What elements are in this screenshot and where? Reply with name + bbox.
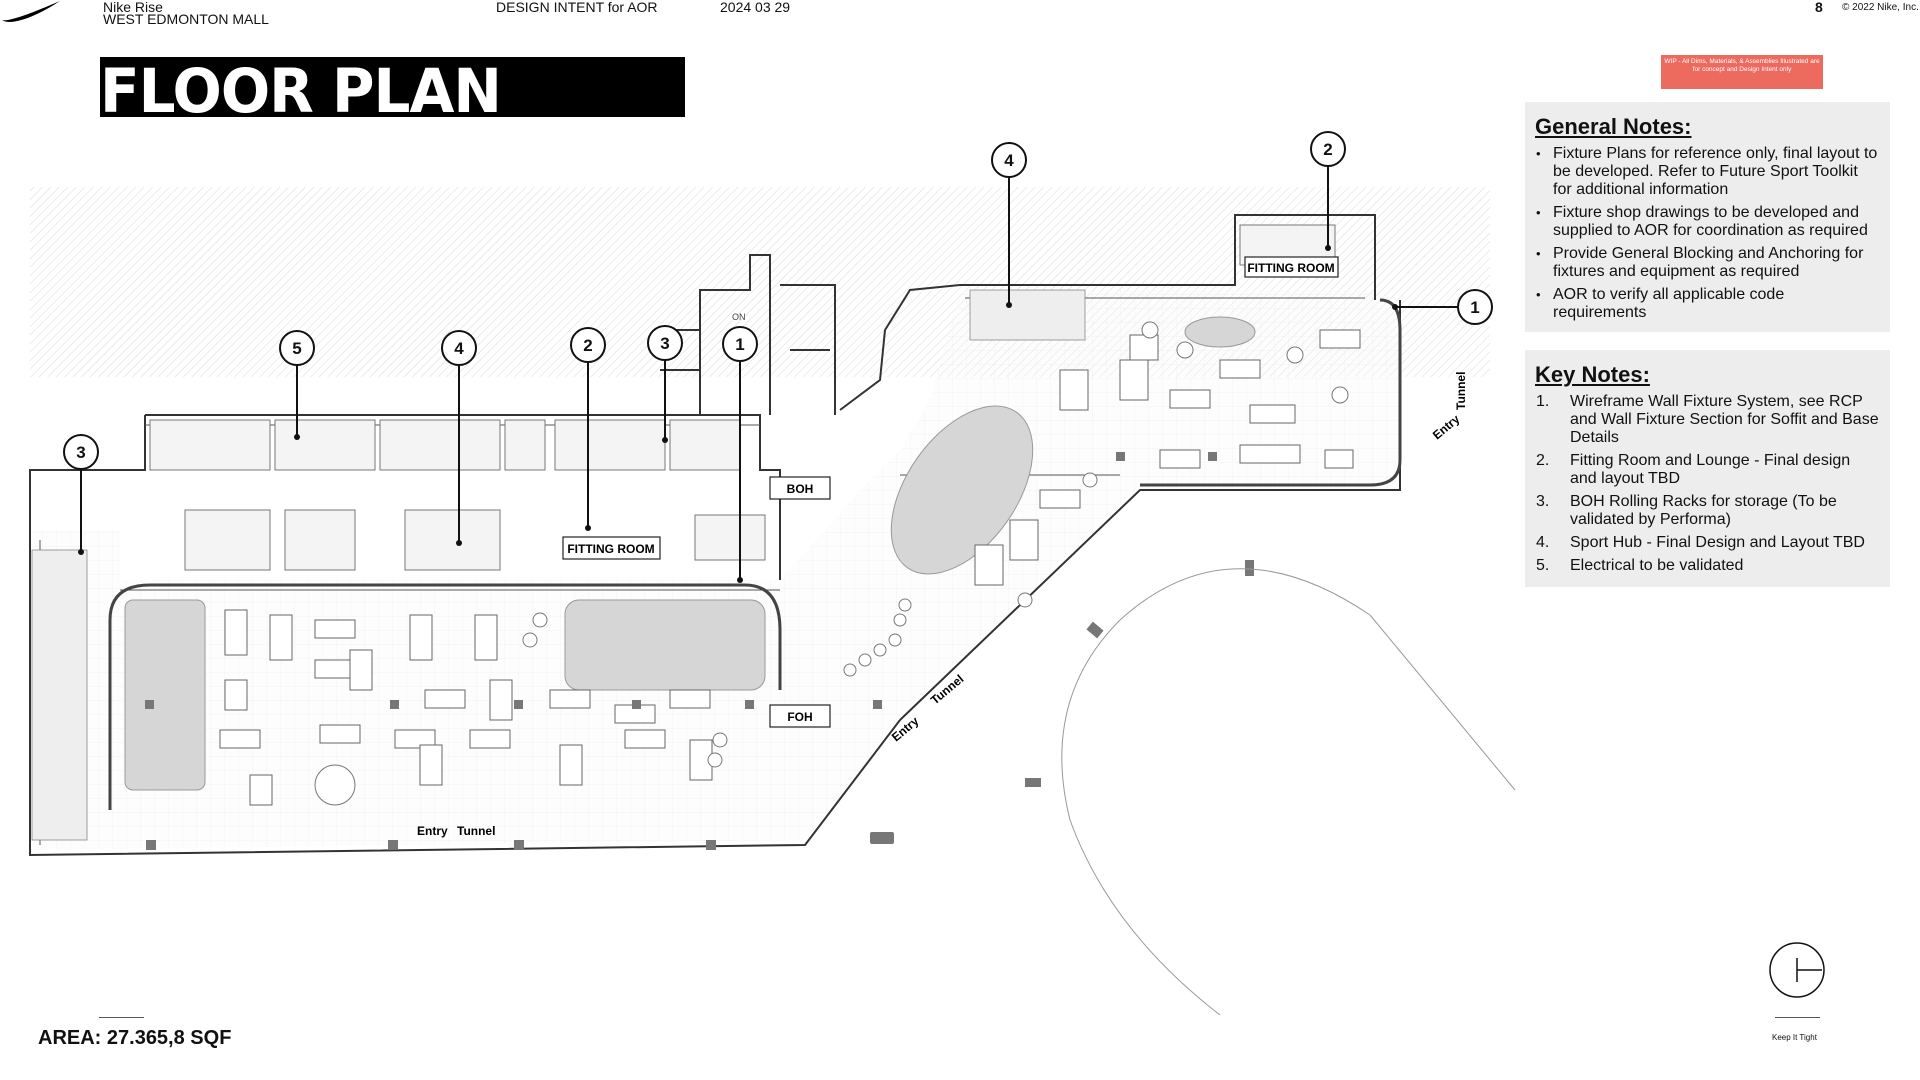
callout-5: 5: [292, 339, 301, 358]
copyright: © 2022 Nike, Inc.: [1842, 2, 1919, 13]
right-tunnel-label: Tunnel: [1454, 372, 1468, 410]
fitting-room-label-left: FITTING ROOM: [567, 542, 654, 556]
right-entry-label: Entry: [1430, 412, 1463, 443]
page-title: FLOOR PLAN: [100, 57, 502, 118]
key-note-text: Fitting Room and Lounge - Final design a…: [1570, 452, 1851, 487]
bottom-tunnel-label: Tunnel: [457, 824, 495, 838]
general-notes-heading: General Notes:: [1535, 114, 1692, 139]
callout-1-left: 1: [735, 335, 744, 354]
area-divider: [99, 1017, 144, 1018]
key-note-item: 1. Wireframe Wall Fixture System, see RCP…: [1535, 393, 1880, 447]
footer-divider: [1775, 1017, 1820, 1018]
bottom-entry-label: Entry: [417, 824, 448, 838]
key-note-text: Wireframe Wall Fixture System, see RCP a…: [1570, 393, 1879, 446]
general-note-item: AOR to verify all applicable code requir…: [1535, 286, 1880, 322]
key-notes-list: 1. Wireframe Wall Fixture System, see RCP…: [1535, 393, 1880, 575]
key-note-text: Electrical to be validated: [1570, 557, 1744, 574]
callout-2-left: 2: [583, 336, 592, 355]
callout-4-left: 4: [454, 339, 464, 358]
boh-label: BOH: [787, 482, 814, 496]
title-banner: FLOOR PLAN: [100, 57, 685, 117]
callout-2-right: 2: [1323, 140, 1332, 159]
page-number: 8: [1815, 0, 1823, 15]
callout-3-left: 3: [76, 443, 85, 462]
callout-3-mid: 3: [660, 334, 669, 353]
document-date: 2024 03 29: [720, 0, 791, 15]
wip-badge: WIP - All Dims, Materials, & Assemblies …: [1661, 55, 1823, 89]
document-type: DESIGN INTENT for AOR: [496, 0, 658, 15]
key-note-number: 5.: [1536, 557, 1550, 574]
key-note-item: 3. BOH Rolling Racks for storage (To be v…: [1535, 493, 1880, 529]
key-notes-panel: Key Notes: 1. Wireframe Wall Fixture Syst…: [1525, 350, 1890, 587]
general-note-item: Fixture Plans for reference only, final …: [1535, 145, 1880, 199]
key-note-item: 4. Sport Hub - Final Design and Layout TB…: [1535, 534, 1880, 552]
north-arrow-icon: [1769, 942, 1825, 998]
key-note-number: 4.: [1536, 534, 1550, 551]
on-label: ON: [732, 312, 746, 322]
project-location: WEST EDMONTON MALL: [103, 11, 269, 27]
general-notes-list: Fixture Plans for reference only, final …: [1535, 145, 1880, 322]
general-note-item: Fixture shop drawings to be developed an…: [1535, 204, 1880, 240]
key-note-number: 3.: [1536, 493, 1550, 510]
key-notes-heading: Key Notes:: [1535, 362, 1650, 387]
key-note-text: BOH Rolling Racks for storage (To be val…: [1570, 493, 1837, 528]
key-note-item: 2. Fitting Room and Lounge - Final design…: [1535, 452, 1880, 488]
area-label: AREA: 27.365,8 SQF: [38, 1027, 232, 1049]
callout-4-right: 4: [1004, 151, 1014, 170]
fitting-room-label-right: FITTING ROOM: [1247, 261, 1334, 275]
key-note-number: 1.: [1536, 393, 1550, 410]
footer-note: Keep It Tight: [1772, 1033, 1817, 1042]
foh-label: FOH: [787, 710, 812, 724]
general-note-item: Provide General Blocking and Anchoring f…: [1535, 245, 1880, 281]
general-notes-panel: General Notes: Fixture Plans for referen…: [1525, 102, 1890, 332]
key-note-number: 2.: [1536, 452, 1550, 469]
key-note-text: Sport Hub - Final Design and Layout TBD: [1570, 534, 1865, 551]
project-name: Nike Rise: [103, 0, 163, 15]
callout-1-right: 1: [1470, 298, 1479, 317]
key-note-item: 5. Electrical to be validated: [1535, 557, 1880, 575]
